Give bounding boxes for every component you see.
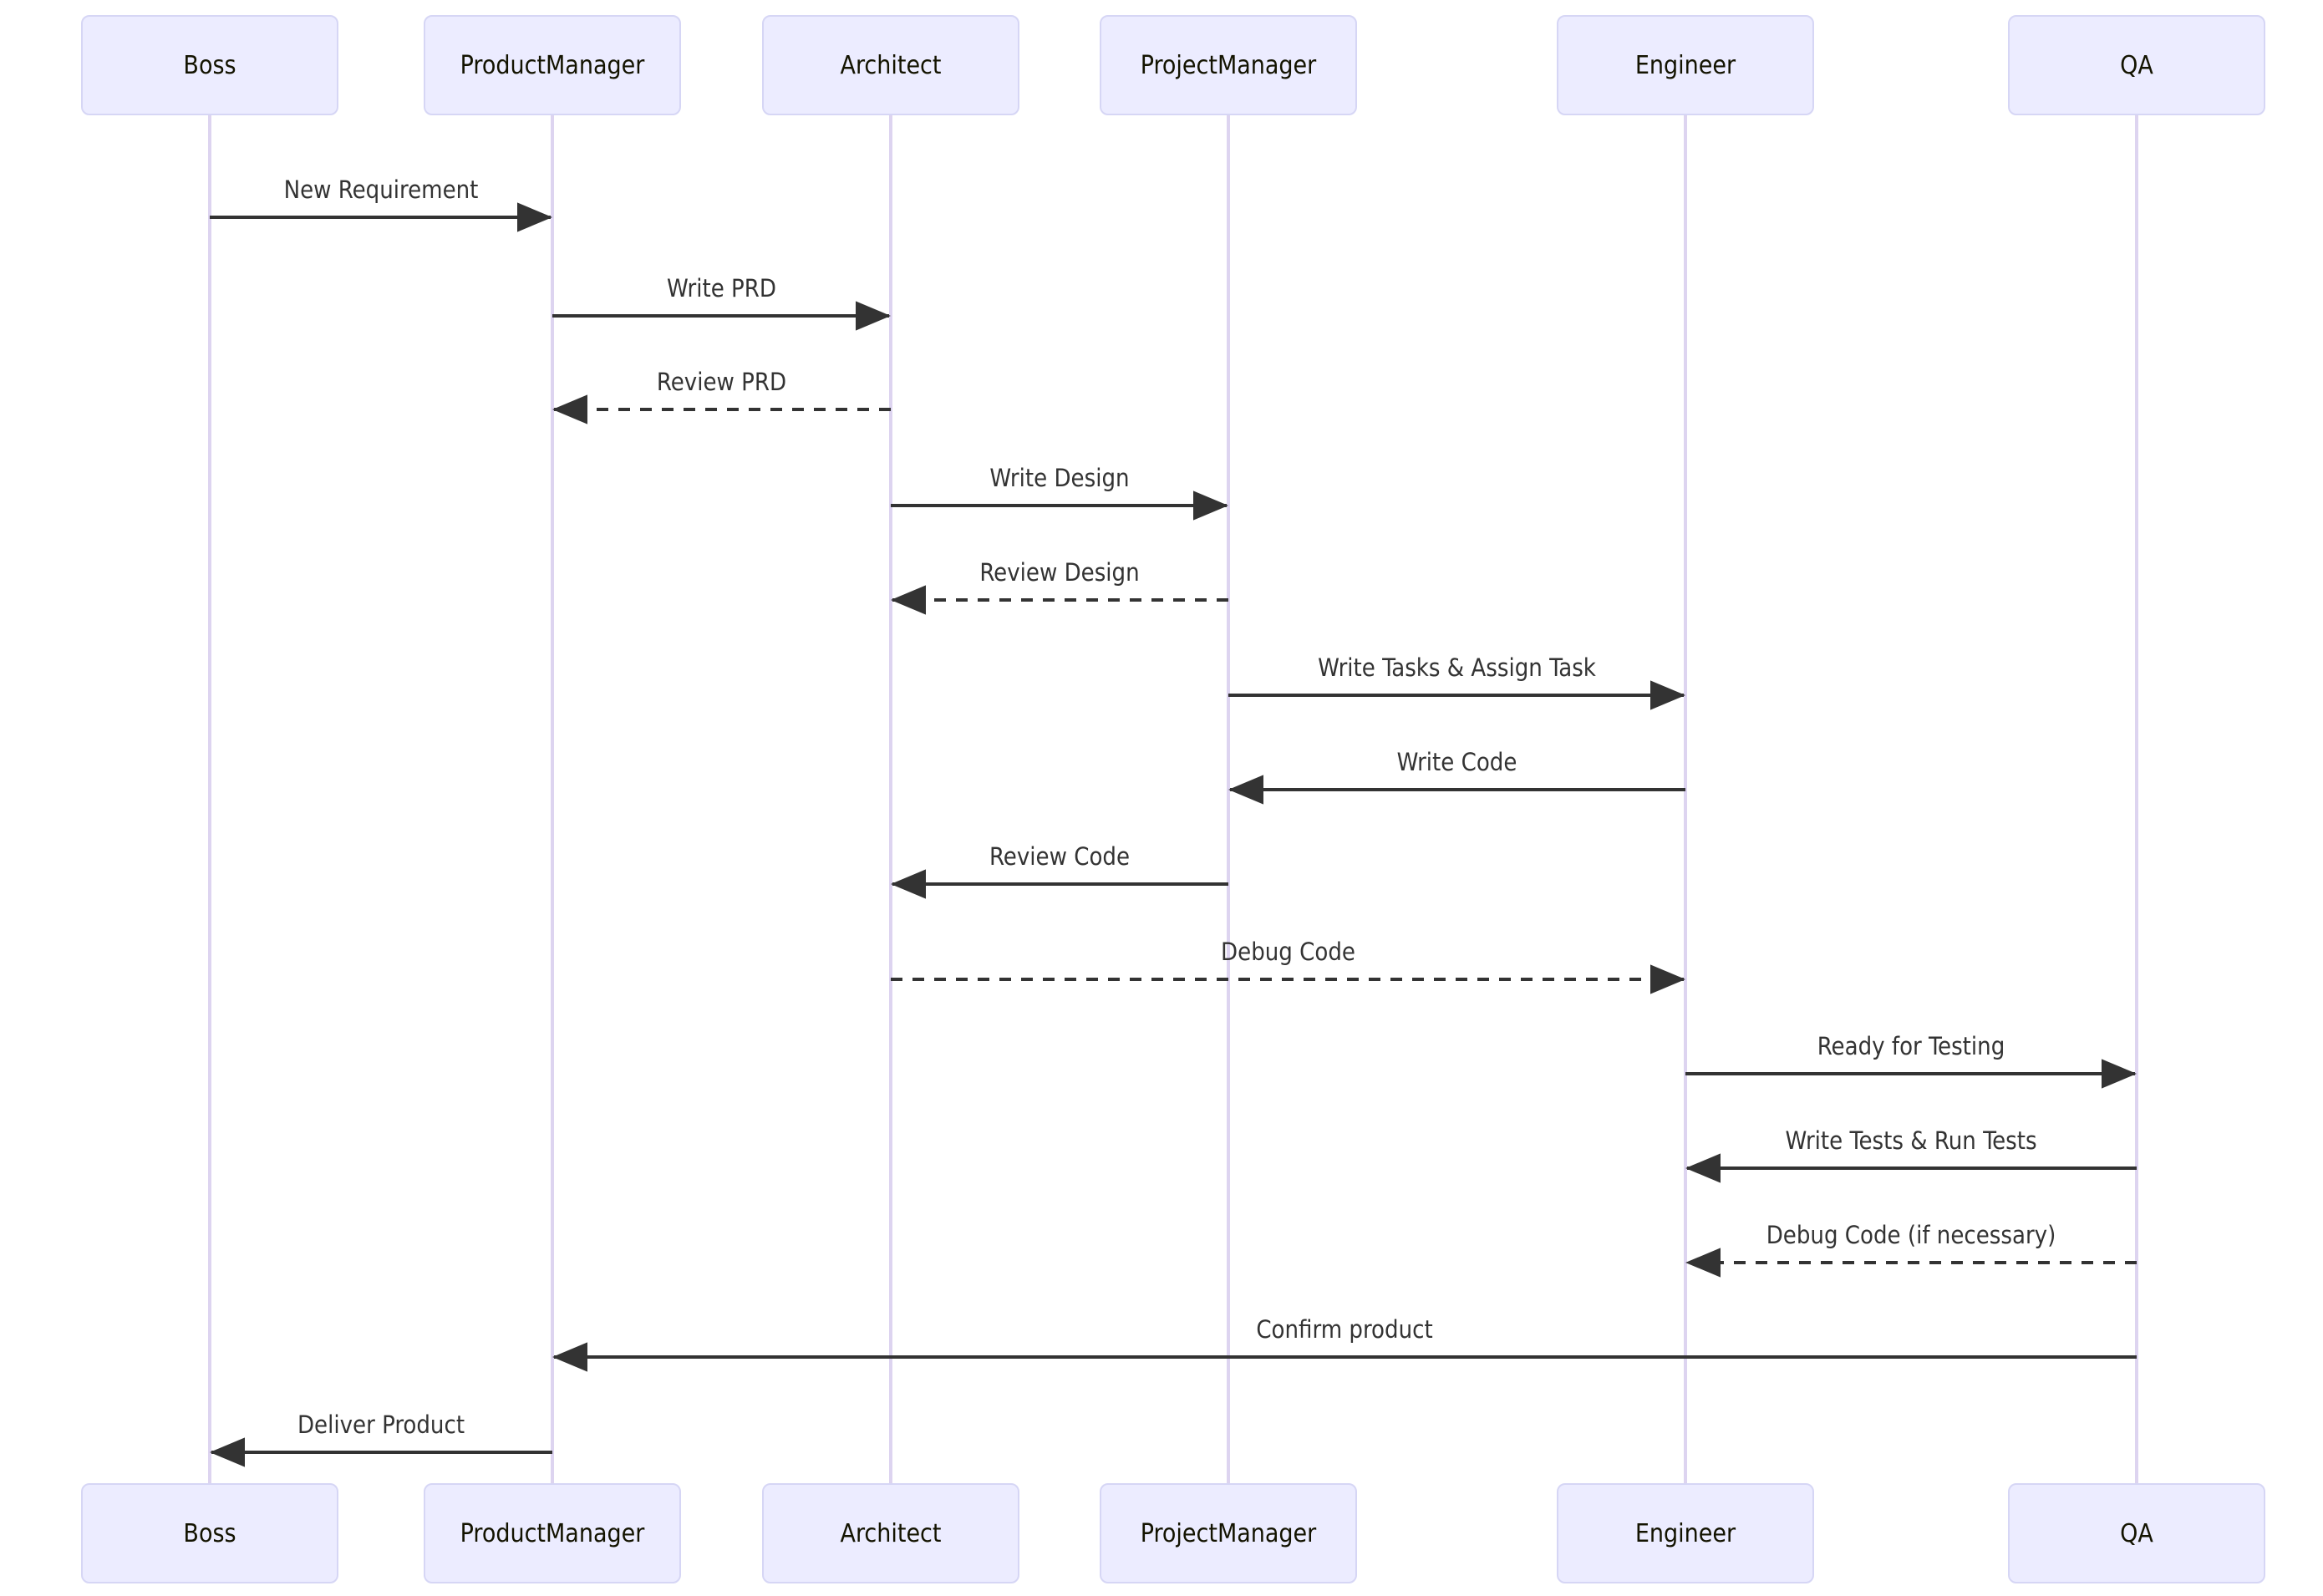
- message-label-9: Debug Code: [1221, 938, 1355, 966]
- message-arrows-group: [210, 202, 2137, 1467]
- participant-bottom-engineer[interactable]: Engineer: [1557, 1483, 1814, 1583]
- participant-bottom-architect[interactable]: Architect: [762, 1483, 1019, 1583]
- message-label-1: New Requirement: [283, 175, 479, 204]
- participant-label: ProductManager: [460, 50, 645, 80]
- message-label-5: Review Design: [979, 558, 1140, 587]
- participant-top-engineer[interactable]: Engineer: [1557, 15, 1814, 115]
- participant-label: Architect: [840, 1518, 942, 1548]
- participant-label: Engineer: [1634, 1518, 1736, 1548]
- participant-top-architect[interactable]: Architect: [762, 15, 1019, 115]
- participant-top-projectmanager[interactable]: ProjectManager: [1100, 15, 1357, 115]
- message-label-12: Debug Code (if necessary): [1766, 1221, 2056, 1249]
- participant-label: ProductManager: [460, 1518, 645, 1548]
- participant-top-boss[interactable]: Boss: [81, 15, 338, 115]
- message-label-3: Review PRD: [656, 368, 787, 396]
- participant-bottom-productmanager[interactable]: ProductManager: [424, 1483, 681, 1583]
- participant-label: Architect: [840, 50, 942, 80]
- message-label-2: Write PRD: [667, 274, 776, 302]
- message-label-7: Write Code: [1396, 748, 1517, 776]
- participant-label: ProjectManager: [1140, 50, 1317, 80]
- participant-label: Engineer: [1634, 50, 1736, 80]
- participant-top-qa[interactable]: QA: [2008, 15, 2265, 115]
- lifelines-group: [208, 115, 2138, 1483]
- message-label-6: Write Tasks & Assign Task: [1318, 653, 1596, 682]
- participant-bottom-boss[interactable]: Boss: [81, 1483, 338, 1583]
- participant-top-productmanager[interactable]: ProductManager: [424, 15, 681, 115]
- participant-label: ProjectManager: [1140, 1518, 1317, 1548]
- message-label-14: Deliver Product: [297, 1410, 465, 1439]
- participant-label: QA: [2120, 50, 2153, 80]
- participant-bottom-qa[interactable]: QA: [2008, 1483, 2265, 1583]
- message-label-13: Confirm product: [1256, 1315, 1433, 1344]
- participant-label: QA: [2120, 1518, 2153, 1548]
- message-label-10: Ready for Testing: [1817, 1032, 2005, 1060]
- participant-bottom-projectmanager[interactable]: ProjectManager: [1100, 1483, 1357, 1583]
- message-label-8: Review Code: [989, 842, 1131, 871]
- participant-label: Boss: [183, 1518, 236, 1548]
- message-label-11: Write Tests & Run Tests: [1785, 1126, 2037, 1155]
- participant-label: Boss: [183, 50, 236, 80]
- message-label-4: Write Design: [989, 464, 1130, 492]
